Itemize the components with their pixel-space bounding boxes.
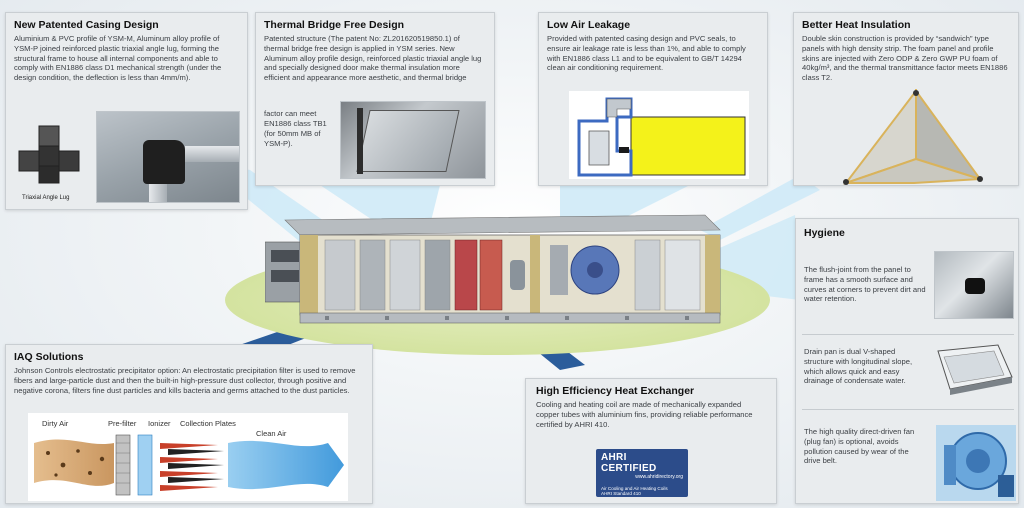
heat-insulation-title: Better Heat Insulation — [802, 19, 911, 31]
flush-joint-corner — [965, 278, 985, 294]
hygiene-item-flush-joint: The flush-joint from the panel to frame … — [804, 265, 926, 304]
heat-exchanger-panel: High Efficiency Heat Exchanger Cooling a… — [525, 378, 777, 504]
thermal-bridge-body-side: factor can meet EN1886 class TB1 (for 50… — [264, 109, 327, 148]
door-panel — [356, 110, 460, 172]
air-seal-profile-diagram — [569, 91, 749, 179]
clean-air-label: Clean Air — [256, 429, 287, 438]
ahri-logo-sub2: AHRI Standard 410 — [601, 491, 641, 496]
plug-fan-illustration — [936, 425, 1016, 501]
ahri-logo-url: www.ahridirectory.org — [635, 474, 683, 480]
low-air-leakage-title: Low Air Leakage — [547, 19, 631, 31]
beam-leakage — [560, 185, 690, 225]
hygiene-item-drain-pan: Drain pan is dual V-shaped structure wit… — [804, 347, 913, 386]
triaxial-lug-caption: Triaxial Angle Lug — [22, 195, 70, 201]
thermal-bridge-panel: Thermal Bridge Free Design Patented stru… — [255, 12, 495, 186]
iaq-solutions-title: IAQ Solutions — [14, 351, 84, 363]
pre-filter-label: Pre-filter — [108, 419, 137, 428]
heat-insulation-panel: Better Heat Insulation Double skin const… — [793, 12, 1019, 186]
triaxial-lug-illustration — [18, 125, 80, 184]
iaq-solutions-body: Johnson Controls electrostatic precipita… — [14, 366, 356, 395]
beam-insulation — [700, 175, 820, 240]
ahri-certified-logo: AHRI CERTIFIED www.ahridirectory.org Air… — [596, 449, 688, 497]
hygiene-panel: Hygiene The flush-joint from the panel t… — [795, 218, 1019, 504]
collection-plates-label: Collection Plates — [180, 419, 236, 428]
casing-design-panel: New Patented Casing Design Aluminium & P… — [5, 12, 248, 210]
profile-bar-vertical — [149, 184, 167, 202]
heat-exchanger-title: High Efficiency Heat Exchanger — [536, 385, 695, 397]
ahri-logo-sub1: Air Cooling and Air Heating Coils — [601, 486, 668, 491]
drain-pan-illustration — [937, 344, 1013, 395]
door-gasket — [357, 108, 363, 174]
casing-corner-photo — [96, 111, 240, 203]
air-handling-unit-illustration — [265, 214, 721, 324]
iaq-solutions-panel: IAQ Solutions Johnson Controls electrost… — [5, 344, 373, 504]
dirty-air-label: Dirty Air — [42, 419, 69, 428]
precipitator-diagram: Dirty Air Pre-filter Ionizer Collection … — [28, 413, 348, 501]
low-air-leakage-body: Provided with patented casing design and… — [547, 34, 746, 73]
casing-design-title: New Patented Casing Design — [14, 19, 159, 31]
corner-lug — [143, 140, 185, 184]
ionizer-label: Ionizer — [148, 419, 171, 428]
heat-insulation-body: Double skin construction is provided by … — [802, 34, 1008, 83]
thermal-bridge-title: Thermal Bridge Free Design — [264, 19, 405, 31]
flush-joint-photo — [934, 251, 1014, 319]
hygiene-divider-1 — [802, 334, 1014, 335]
profile-bar-horizontal — [185, 146, 239, 162]
hygiene-title: Hygiene — [804, 227, 845, 239]
casing-design-body: Aluminium & PVC profile of YSM-M, Alumin… — [14, 34, 222, 83]
sandwich-panel-corner-diagram — [843, 89, 983, 185]
precipitator-airflow-svg — [34, 434, 344, 496]
low-air-leakage-panel: Low Air Leakage Provided with patented c… — [538, 12, 768, 186]
thermal-door-photo — [340, 101, 486, 179]
heat-exchanger-body: Cooling and heating coil are made of mec… — [536, 400, 753, 429]
thermal-bridge-body: Patented structure (The patent No: ZL201… — [264, 34, 482, 83]
hygiene-item-plug-fan: The high quality direct-driven fan (plug… — [804, 427, 915, 466]
ahri-logo-text: AHRI CERTIFIED — [601, 452, 657, 474]
beam-thermal — [320, 185, 440, 225]
hygiene-divider-2 — [802, 409, 1014, 410]
